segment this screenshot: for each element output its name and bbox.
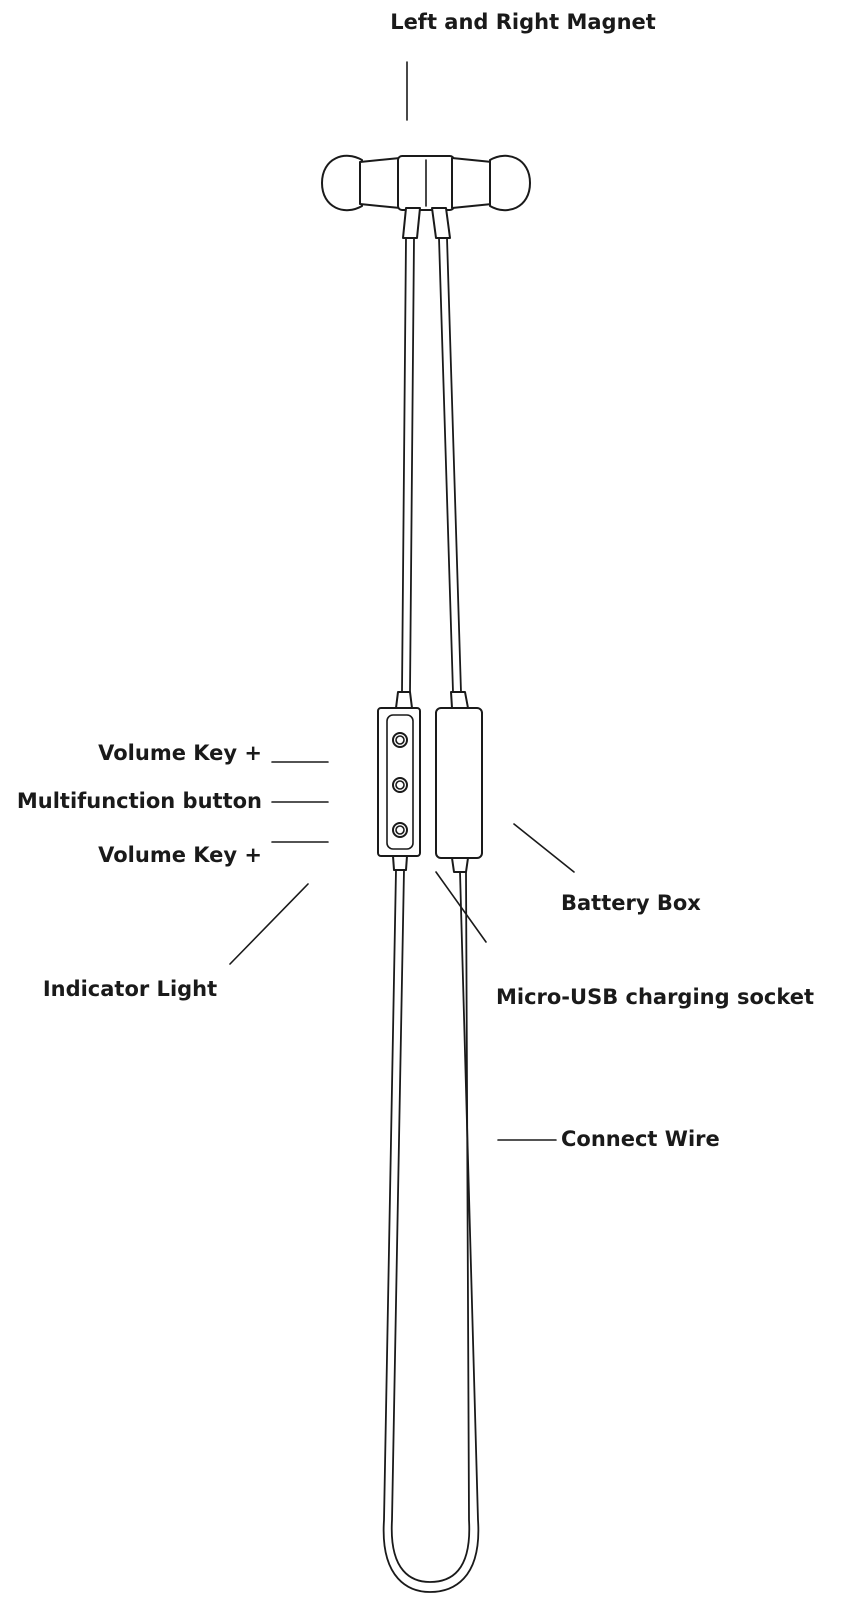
magnet-label: Left and Right Magnet xyxy=(390,10,656,34)
battery-label: Battery Box xyxy=(561,891,701,915)
volume-down-button-ring xyxy=(395,825,405,835)
remote-top-relief xyxy=(395,691,413,709)
connect-wire-loop xyxy=(382,869,480,1593)
left-upper-cable xyxy=(401,237,415,693)
indicator-label: Indicator Light xyxy=(43,977,217,1001)
remote-inner-panel xyxy=(386,714,414,850)
battery-housing xyxy=(435,707,483,859)
remote-bottom-relief xyxy=(392,855,408,871)
multifunction-button-ring xyxy=(395,780,405,790)
left-eartip xyxy=(321,154,363,212)
wire-label: Connect Wire xyxy=(561,1127,720,1151)
battery-leader xyxy=(513,823,575,873)
usb-label: Micro-USB charging socket xyxy=(496,985,814,1009)
volume-up-button-ring xyxy=(395,735,405,745)
indicator-leader xyxy=(229,883,309,965)
multifunction-button-icon xyxy=(392,777,408,793)
connect-wire-outer xyxy=(382,869,480,1593)
remote-control xyxy=(377,707,421,871)
left-stem xyxy=(402,207,421,239)
volume-down-label: Volume Key + xyxy=(98,843,262,867)
right-earbud-body xyxy=(451,157,493,209)
left-earbud-body xyxy=(359,157,401,209)
multifunction-label: Multifunction button xyxy=(17,789,262,813)
right-upper-cable xyxy=(438,237,462,693)
battery-top-relief xyxy=(450,691,469,709)
battery-bottom-relief xyxy=(451,857,469,873)
usb-leader xyxy=(435,871,487,943)
upper-cables xyxy=(401,237,462,693)
volume-up-button-icon xyxy=(392,732,408,748)
battery-box xyxy=(435,707,483,873)
volume-down-button-icon xyxy=(392,822,408,838)
leader-lines xyxy=(229,61,575,1141)
earbuds-magnet-assembly xyxy=(321,154,531,239)
connect-wire-inner xyxy=(390,869,471,1583)
volume-up-label: Volume Key + xyxy=(98,741,262,765)
right-eartip xyxy=(489,154,531,212)
right-stem xyxy=(431,207,451,239)
